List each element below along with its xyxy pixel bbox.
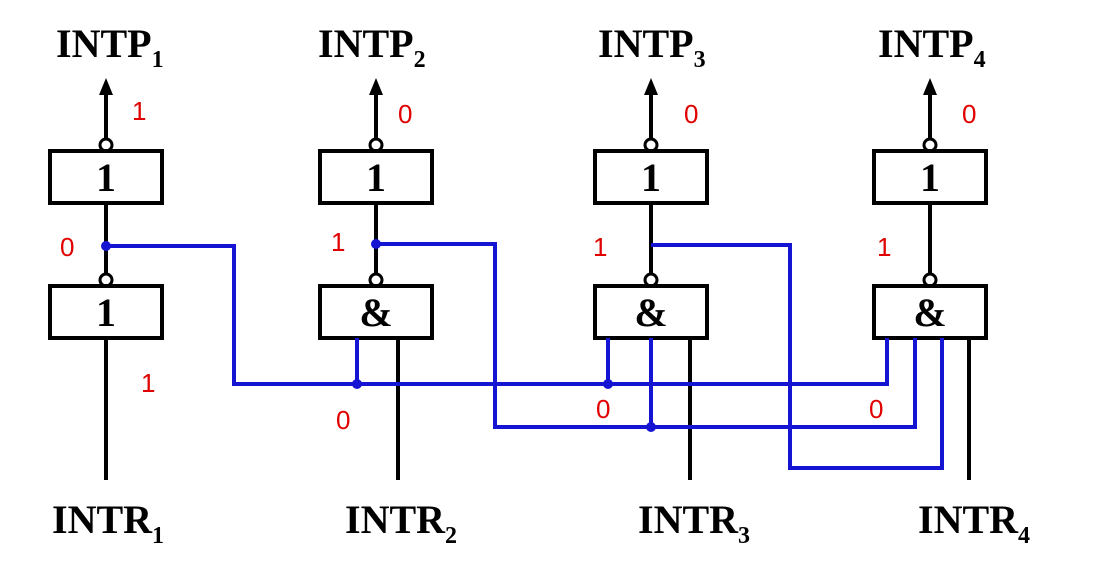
value-intp4: 0: [962, 99, 976, 129]
input-label-intr1: INTR1: [52, 497, 164, 549]
value-intp3: 0: [684, 99, 698, 129]
junction-dot-node1: [101, 241, 111, 251]
junction-dot-node2: [371, 239, 381, 249]
value-intr4: 0: [869, 394, 883, 424]
output-label-intp4: INTP4: [878, 21, 986, 73]
output-arrow-2: [369, 78, 383, 138]
top-gate-1: 1: [48, 137, 164, 205]
value-intp1: 1: [132, 96, 146, 126]
output-label-intp1: INTP1: [56, 21, 164, 73]
input-label-intr2: INTR2: [345, 497, 457, 549]
bottom-gate-2: &: [318, 272, 434, 340]
svg-text:1: 1: [366, 155, 386, 200]
output-arrow-3: [644, 78, 658, 138]
top-gate-2: 1: [318, 137, 434, 205]
value-node2: 1: [331, 227, 345, 257]
svg-text:&: &: [359, 290, 392, 335]
priority-bus-c: [651, 243, 944, 470]
svg-text:1: 1: [641, 155, 661, 200]
priority-bus-a: [106, 244, 889, 386]
value-intr3: 0: [596, 394, 610, 424]
svg-text:&: &: [913, 290, 946, 335]
value-intr2: 0: [336, 405, 350, 435]
svg-text:1: 1: [96, 290, 116, 335]
bottom-gate-3: &: [593, 272, 709, 340]
bottom-gate-1: 1: [48, 272, 164, 340]
input-label-intr4: INTR4: [918, 497, 1030, 549]
top-gate-4: 1: [872, 137, 988, 205]
junction-dot-bus-b-gate3: [646, 422, 656, 432]
value-intr1: 1: [141, 368, 155, 398]
value-intp2: 0: [398, 99, 412, 129]
value-node1: 0: [60, 232, 74, 262]
output-label-intp2: INTP2: [318, 21, 426, 73]
value-node3: 1: [593, 232, 607, 262]
svg-text:&: &: [634, 290, 667, 335]
svg-text:1: 1: [96, 155, 116, 200]
value-node4: 1: [877, 232, 891, 262]
priority-bus-b: [376, 242, 917, 429]
output-label-intp3: INTP3: [598, 21, 706, 73]
svg-text:1: 1: [920, 155, 940, 200]
output-arrow-1: [99, 78, 113, 138]
junction-dot-bus-a-gate2: [352, 379, 362, 389]
top-gate-3: 1: [593, 137, 709, 205]
bottom-gate-4: &: [872, 272, 988, 340]
junction-dot-bus-a-gate3: [603, 379, 613, 389]
output-arrow-4: [923, 78, 937, 138]
input-label-intr3: INTR3: [638, 497, 750, 549]
